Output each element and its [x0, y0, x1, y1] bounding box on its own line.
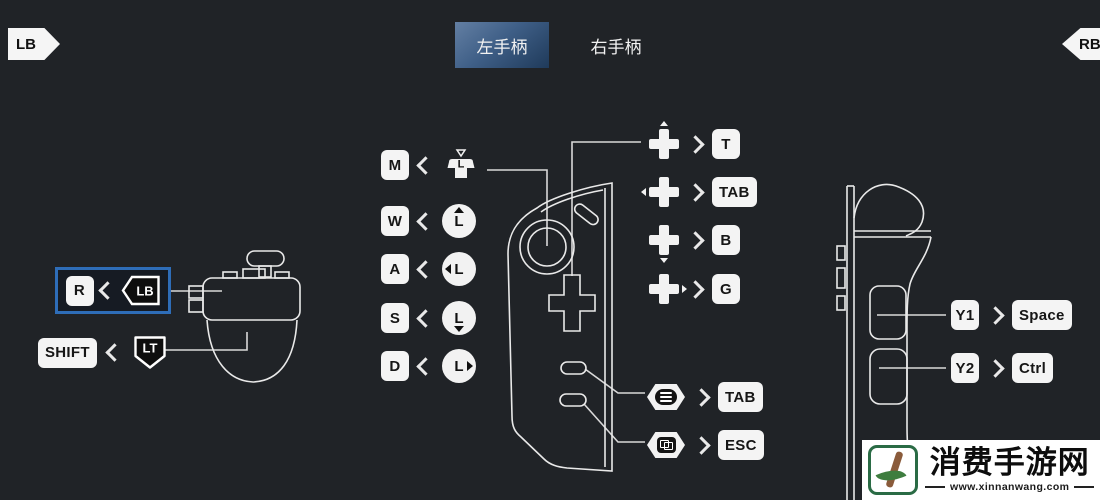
- chevron-right-icon: [686, 230, 705, 250]
- mapping-row-capture[interactable]: ESC: [647, 427, 764, 463]
- key-badge-s[interactable]: S: [381, 303, 409, 333]
- mapping-row-y1[interactable]: Y1 Space: [951, 297, 1072, 333]
- mapping-row-y2[interactable]: Y2 Ctrl: [951, 350, 1054, 386]
- watermark-url: www.xinnanwang.com: [950, 480, 1070, 493]
- mapping-row-dpad-right[interactable]: G: [649, 271, 740, 307]
- capture-button-icon: [647, 432, 685, 458]
- mapping-row-stick-press[interactable]: M L: [381, 147, 480, 183]
- watermark: 消费手游网 www.xinnanwang.com: [862, 440, 1100, 500]
- chevron-right-icon: [686, 134, 705, 154]
- tab-left-controller[interactable]: 左手柄: [455, 22, 549, 68]
- chevron-right-icon: [686, 279, 705, 299]
- mapping-row-dpad-down[interactable]: B: [649, 222, 740, 263]
- left-grip-drawing: [188, 250, 301, 383]
- l-stick-left-icon: L: [442, 252, 476, 286]
- left-joycon-drawing: [507, 182, 613, 472]
- key-badge-tab[interactable]: TAB: [718, 382, 763, 412]
- mapping-row-stick-down[interactable]: S L: [381, 300, 476, 336]
- key-badge-w[interactable]: W: [381, 206, 409, 236]
- lb-button-badge[interactable]: LB: [121, 275, 161, 306]
- l-stick-press-icon: L: [447, 149, 475, 178]
- right-grip-drawing: [836, 183, 932, 500]
- chevron-left-icon: [416, 259, 435, 279]
- key-badge-tab[interactable]: TAB: [712, 177, 757, 207]
- chevron-left-icon: [105, 343, 124, 362]
- y2-button-badge[interactable]: Y2: [951, 353, 979, 383]
- key-badge-a[interactable]: A: [381, 254, 409, 284]
- lt-button-badge[interactable]: LT: [132, 335, 168, 370]
- chevron-left-icon: [416, 356, 435, 376]
- mapping-row-menu[interactable]: TAB: [647, 379, 763, 415]
- chevron-right-icon: [692, 435, 711, 455]
- chevron-left-icon: [416, 211, 435, 231]
- key-badge-r[interactable]: R: [65, 275, 94, 306]
- key-badge-t[interactable]: T: [712, 129, 740, 159]
- menu-button-icon: [647, 384, 685, 410]
- svg-text:L: L: [458, 159, 465, 171]
- key-badge-space[interactable]: Space: [1012, 300, 1072, 330]
- mapping-row-dpad-up[interactable]: T: [649, 121, 740, 162]
- watermark-title: 消费手游网: [929, 445, 1090, 481]
- chevron-right-icon: [986, 358, 1005, 378]
- mapping-row-stick-up[interactable]: W L: [381, 203, 476, 239]
- chevron-right-icon: [986, 305, 1005, 325]
- watermark-logo-icon: [868, 445, 918, 495]
- key-badge-shift[interactable]: SHIFT: [38, 337, 97, 368]
- key-badge-esc[interactable]: ESC: [718, 430, 764, 460]
- dpad-down-icon: [649, 225, 679, 263]
- mapping-row-stick-left[interactable]: A L: [381, 251, 476, 287]
- chevron-left-icon: [416, 308, 435, 328]
- svg-text:LT: LT: [142, 341, 157, 356]
- y1-button-badge[interactable]: Y1: [951, 300, 979, 330]
- mapping-row-lb[interactable]: R LB: [55, 267, 171, 314]
- mapping-row-dpad-left[interactable]: TAB: [641, 174, 757, 210]
- chevron-right-icon: [692, 387, 711, 407]
- svg-text:LB: LB: [136, 284, 153, 299]
- key-badge-b[interactable]: B: [712, 225, 740, 255]
- chevron-left-icon: [416, 155, 435, 175]
- key-badge-g[interactable]: G: [712, 274, 740, 304]
- chevron-left-icon: [97, 281, 117, 300]
- dpad-up-icon: [649, 121, 679, 159]
- mapping-row-stick-right[interactable]: D L: [381, 348, 476, 384]
- key-badge-d[interactable]: D: [381, 351, 409, 381]
- l-stick-up-icon: L: [442, 204, 476, 238]
- l-stick-right-icon: L: [442, 349, 476, 383]
- key-badge-m[interactable]: M: [381, 150, 409, 180]
- mapping-row-lt[interactable]: SHIFT LT: [38, 335, 168, 370]
- dpad-left-icon: [641, 177, 679, 207]
- l-stick-down-icon: L: [442, 301, 476, 335]
- dpad-right-icon: [649, 274, 687, 304]
- key-badge-ctrl[interactable]: Ctrl: [1012, 353, 1054, 383]
- tab-right-controller[interactable]: 右手柄: [590, 37, 642, 57]
- chevron-right-icon: [686, 182, 705, 202]
